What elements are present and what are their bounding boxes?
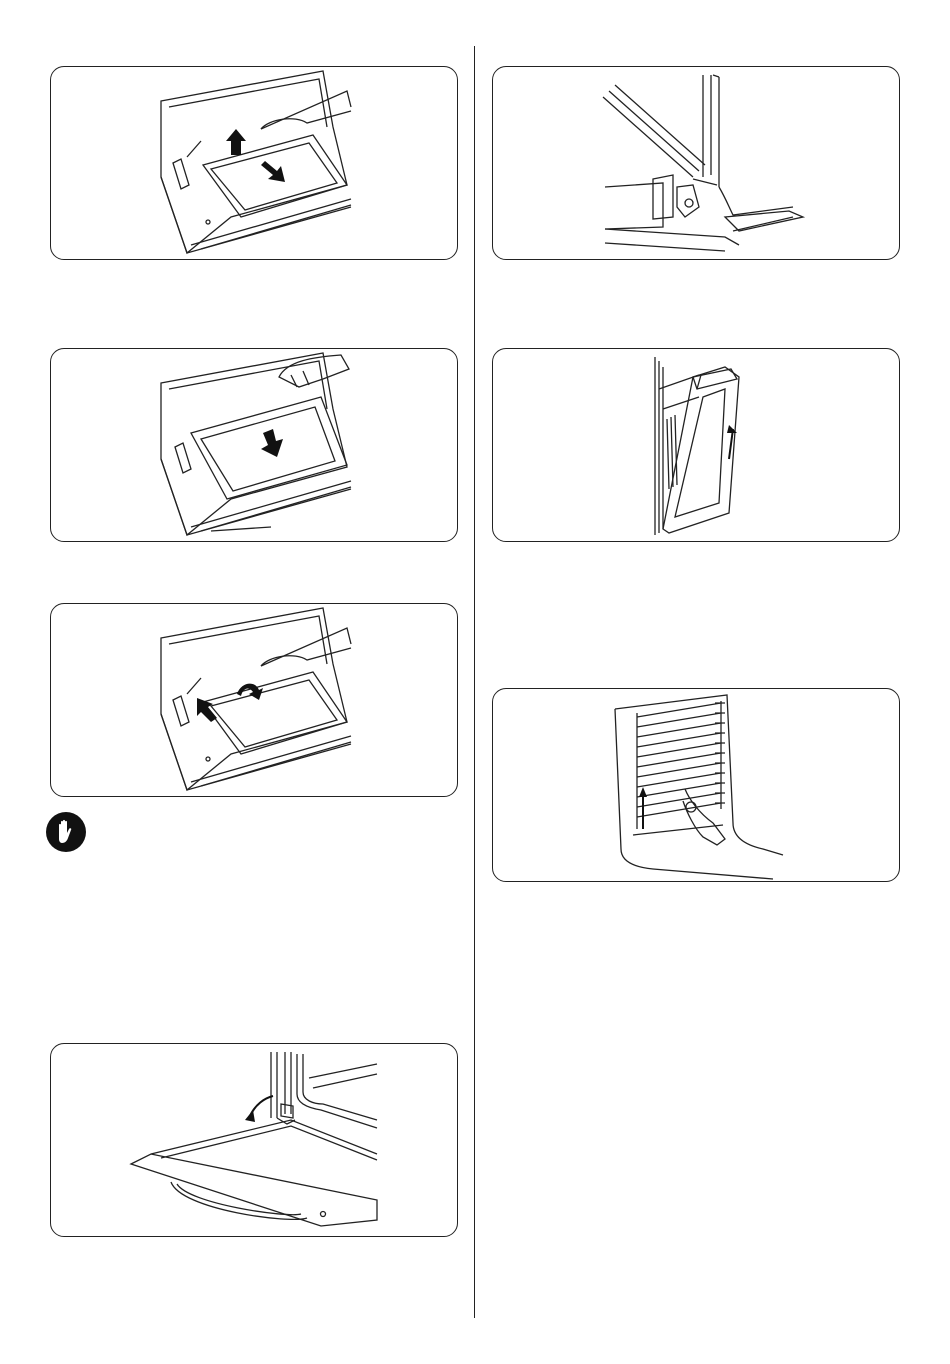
- side-rack-removal-drawing: [493, 689, 900, 882]
- illustration-side-rack-removal: [492, 688, 900, 882]
- illustration-oven-door-open-hinge: [50, 1043, 458, 1237]
- door-glass-slide-out-drawing: [51, 349, 458, 542]
- illustration-door-glass-lift: [50, 66, 458, 260]
- hand-stop-icon: [46, 812, 86, 852]
- illustration-hinge-detail: [492, 66, 900, 260]
- hinge-detail-drawing: [493, 67, 900, 260]
- illustration-door-glass-slide-out: [50, 348, 458, 542]
- column-divider: [474, 46, 475, 1318]
- door-glass-lift-drawing: [51, 67, 458, 260]
- illustration-door-side-view-lift: [492, 348, 900, 542]
- door-glass-reinsert-drawing: [51, 604, 458, 797]
- oven-door-open-drawing: [51, 1044, 458, 1237]
- illustration-door-glass-reinsert: [50, 603, 458, 797]
- door-side-view-drawing: [493, 349, 900, 542]
